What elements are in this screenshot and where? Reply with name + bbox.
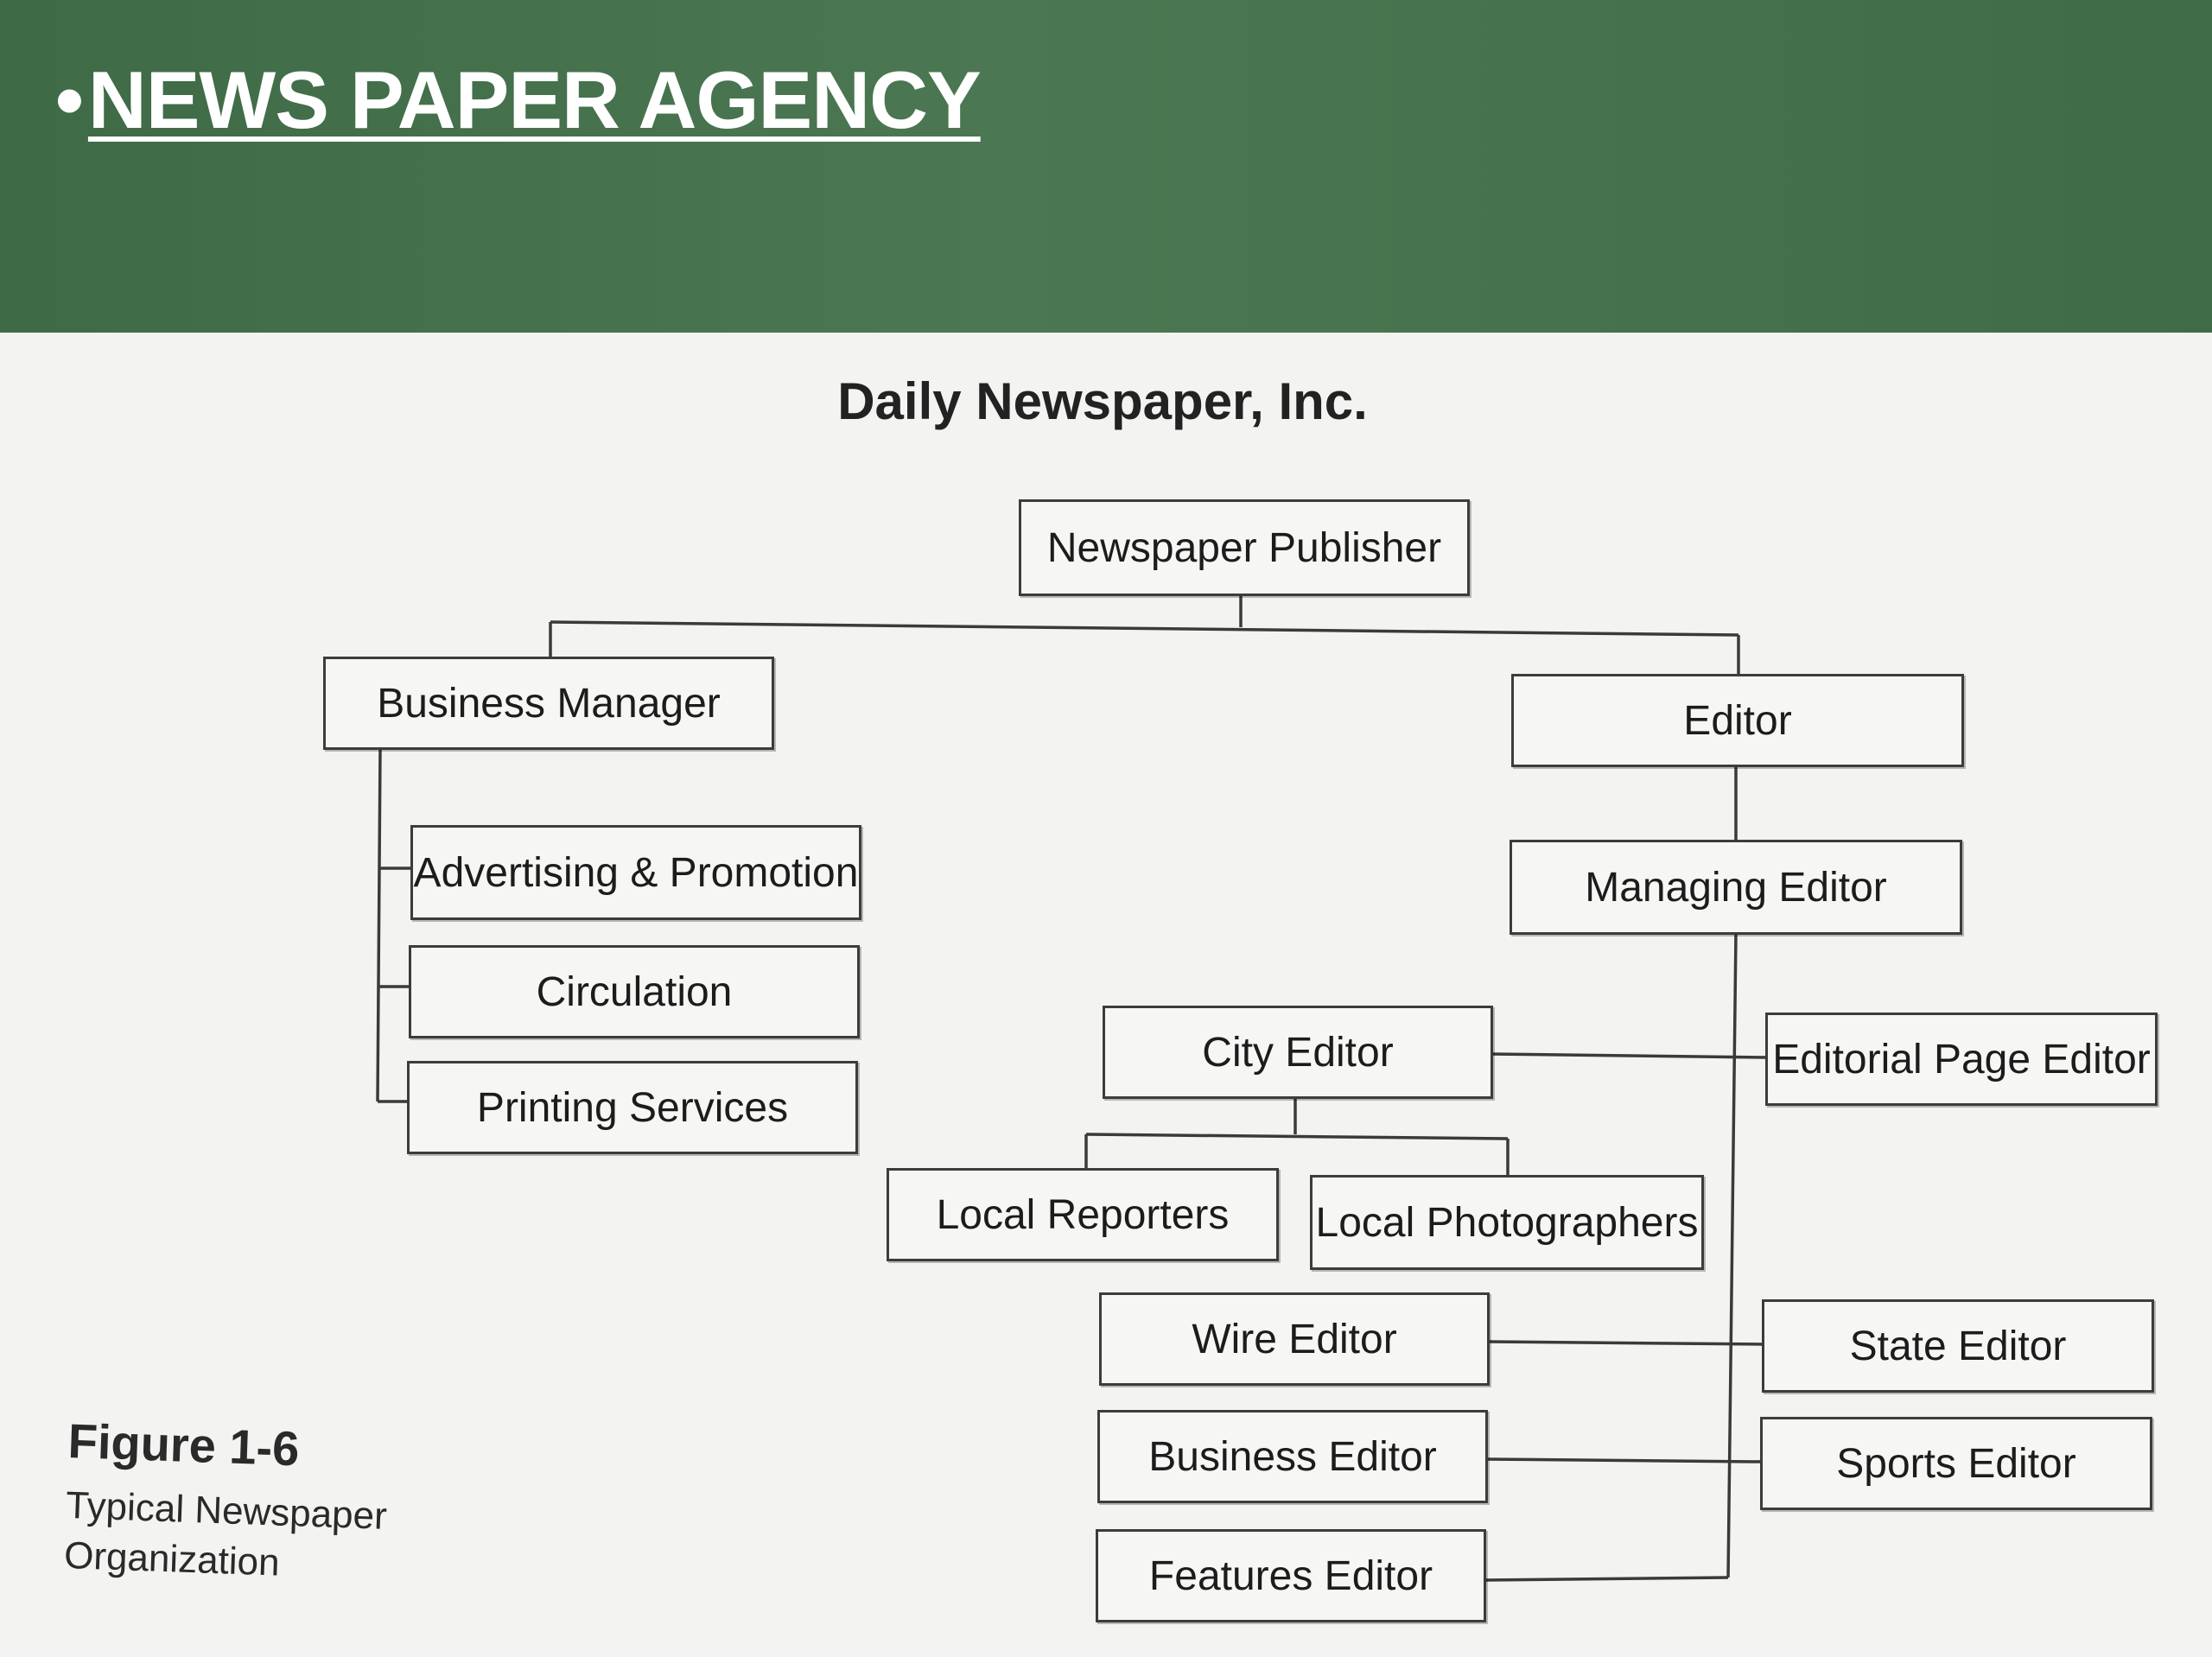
figure-caption: Figure 1-6 Typical Newspaper Organizatio… xyxy=(63,1413,432,1594)
node-business-editor: Business Editor xyxy=(1097,1410,1488,1503)
node-advertising-promotion: Advertising & Promotion xyxy=(410,825,861,920)
node-state-editor: State Editor xyxy=(1762,1299,2154,1393)
connector-city-editorial xyxy=(1490,1052,1768,1059)
node-newspaper-publisher: Newspaper Publisher xyxy=(1019,499,1470,596)
connector-business-spine xyxy=(376,748,382,1102)
title-text: NEWS PAPER AGENCY xyxy=(87,54,982,145)
node-managing-editor: Managing Editor xyxy=(1510,840,1962,935)
connector-managing-spine xyxy=(1726,932,1738,1578)
node-printing-services: Printing Services xyxy=(407,1061,858,1154)
title-bullet: • xyxy=(55,54,84,145)
slide-title: •NEWS PAPER AGENCY xyxy=(55,54,982,147)
connector-top-bar xyxy=(550,620,1739,637)
node-circulation: Circulation xyxy=(409,945,860,1038)
node-local-photographers: Local Photographers xyxy=(1310,1175,1704,1270)
connector-city-bar xyxy=(1085,1133,1509,1140)
connector-business-sports xyxy=(1485,1457,1763,1463)
node-editorial-page-editor: Editorial Page Editor xyxy=(1765,1013,2158,1106)
node-city-editor: City Editor xyxy=(1103,1006,1493,1099)
node-editor: Editor xyxy=(1511,674,1964,767)
figure-description: Typical Newspaper Organization xyxy=(63,1483,388,1584)
slide-header: •NEWS PAPER AGENCY xyxy=(0,0,2212,333)
node-sports-editor: Sports Editor xyxy=(1760,1417,2152,1510)
diagram-title: Daily Newspaper, Inc. xyxy=(837,372,1368,430)
connector-wire-state xyxy=(1487,1340,1764,1346)
node-features-editor: Features Editor xyxy=(1096,1529,1486,1622)
node-wire-editor: Wire Editor xyxy=(1099,1292,1490,1386)
figure-number: Figure 1-6 xyxy=(67,1413,301,1476)
node-local-reporters: Local Reporters xyxy=(887,1168,1279,1261)
node-business-manager: Business Manager xyxy=(323,657,774,750)
connector-to-features xyxy=(1484,1576,1729,1582)
